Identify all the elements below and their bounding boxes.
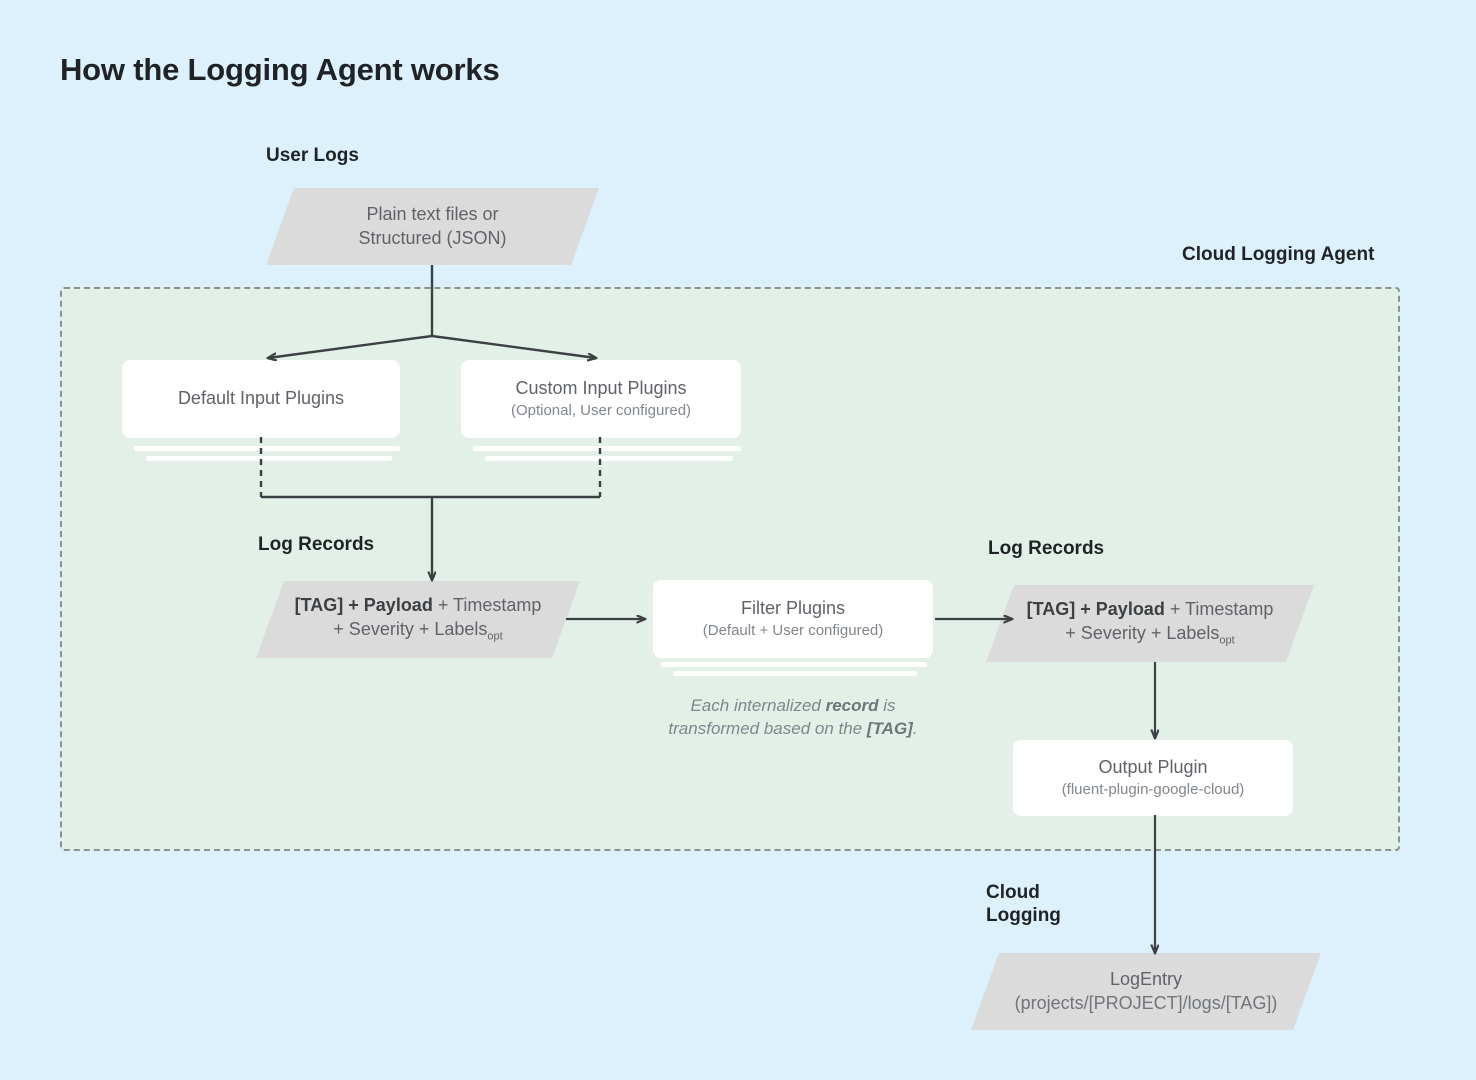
node-user-logs-source[interactable]: Plain text files or Structured (JSON)	[265, 188, 600, 265]
log-record-left-subscript: opt	[487, 630, 503, 643]
node-log-entry[interactable]: LogEntry (projects/[PROJECT]/logs/[TAG])	[970, 953, 1322, 1030]
node-default-input-plugins[interactable]: Default Input Plugins	[122, 360, 400, 438]
user-logs-source-line2: Structured (JSON)	[358, 227, 507, 248]
default-input-plugins-stack-bar-1	[134, 446, 400, 451]
caption-part4: .	[912, 719, 918, 739]
log-record-left-line2: + Severity + Labelsopt	[333, 618, 502, 644]
caption-part3: transformed based on the	[668, 719, 867, 739]
log-record-left-rest: + Timestamp	[432, 595, 542, 616]
label-user-logs: User Logs	[266, 145, 359, 166]
log-record-left-bold: [TAG] + Payload	[294, 595, 433, 616]
log-record-right-bold: [TAG] + Payload	[1026, 599, 1165, 620]
label-cloud-logging-line2: Logging	[986, 905, 1061, 927]
node-user-logs-source-text: Plain text files or Structured (JSON)	[280, 188, 585, 265]
log-record-right-rest: + Timestamp	[1164, 599, 1274, 620]
caption-bold-record: record	[825, 696, 879, 715]
node-log-record-right-text: [TAG] + Payload + Timestamp + Severity +…	[1000, 585, 1300, 662]
output-plugin-title: Output Plugin	[1098, 757, 1208, 778]
caption-part2: is	[878, 696, 896, 715]
log-record-right-subscript: opt	[1219, 634, 1235, 647]
custom-input-plugins-title: Custom Input Plugins	[515, 378, 687, 399]
node-filter-plugins[interactable]: Filter Plugins (Default + User configure…	[653, 580, 933, 658]
node-log-record-left-text: [TAG] + Payload + Timestamp + Severity +…	[270, 581, 566, 658]
node-log-record-right[interactable]: [TAG] + Payload + Timestamp + Severity +…	[985, 585, 1315, 662]
log-entry-title: LogEntry	[1109, 968, 1183, 989]
label-cloud-logging-line1: Cloud	[986, 882, 1040, 903]
user-logs-source-line1: Plain text files or	[366, 203, 499, 224]
filter-plugins-title: Filter Plugins	[740, 598, 846, 619]
node-custom-input-plugins[interactable]: Custom Input Plugins (Optional, User con…	[461, 360, 741, 438]
caption-bold-tag: [TAG]	[866, 719, 913, 739]
caption-transform-note: Each internalized record is transformed …	[633, 694, 953, 741]
caption-part1: Each internalized	[690, 696, 826, 715]
label-log-records-right: Log Records	[988, 538, 1105, 559]
custom-input-plugins-stack-bar-2	[485, 456, 733, 461]
node-output-plugin[interactable]: Output Plugin (fluent-plugin-google-clou…	[1013, 740, 1293, 816]
log-record-left-line1: [TAG] + Payload + Timestamp	[295, 594, 542, 618]
label-log-records-left: Log Records	[258, 534, 375, 555]
node-log-entry-text: LogEntry (projects/[PROJECT]/logs/[TAG])	[985, 953, 1307, 1030]
caption-line1: Each internalized record is	[690, 696, 895, 715]
label-cloud-logging: Cloud Logging	[986, 881, 1061, 927]
default-input-plugins-title: Default Input Plugins	[177, 388, 345, 409]
custom-input-plugins-stack-bar-1	[473, 446, 741, 451]
log-record-right-line2: + Severity + Labelsopt	[1065, 622, 1234, 648]
filter-plugins-subtitle: (Default + User configured)	[702, 622, 884, 640]
custom-input-plugins-subtitle: (Optional, User configured)	[510, 402, 692, 420]
log-record-left-line2-prefix: + Severity + Labels	[333, 619, 488, 640]
log-entry-subtitle: (projects/[PROJECT]/logs/[TAG])	[1014, 992, 1278, 1013]
default-input-plugins-stack-bar-2	[146, 456, 392, 461]
caption-line2: transformed based on the [TAG].	[668, 719, 917, 738]
filter-plugins-stack-bar-1	[661, 662, 927, 667]
output-plugin-subtitle: (fluent-plugin-google-cloud)	[1061, 781, 1245, 799]
page-title: How the Logging Agent works	[60, 52, 500, 87]
node-log-record-left[interactable]: [TAG] + Payload + Timestamp + Severity +…	[255, 581, 581, 658]
label-cloud-logging-agent: Cloud Logging Agent	[1182, 244, 1375, 265]
filter-plugins-stack-bar-2	[673, 671, 917, 676]
log-record-right-line1: [TAG] + Payload + Timestamp	[1027, 598, 1274, 622]
log-record-right-line2-prefix: + Severity + Labels	[1065, 623, 1220, 644]
